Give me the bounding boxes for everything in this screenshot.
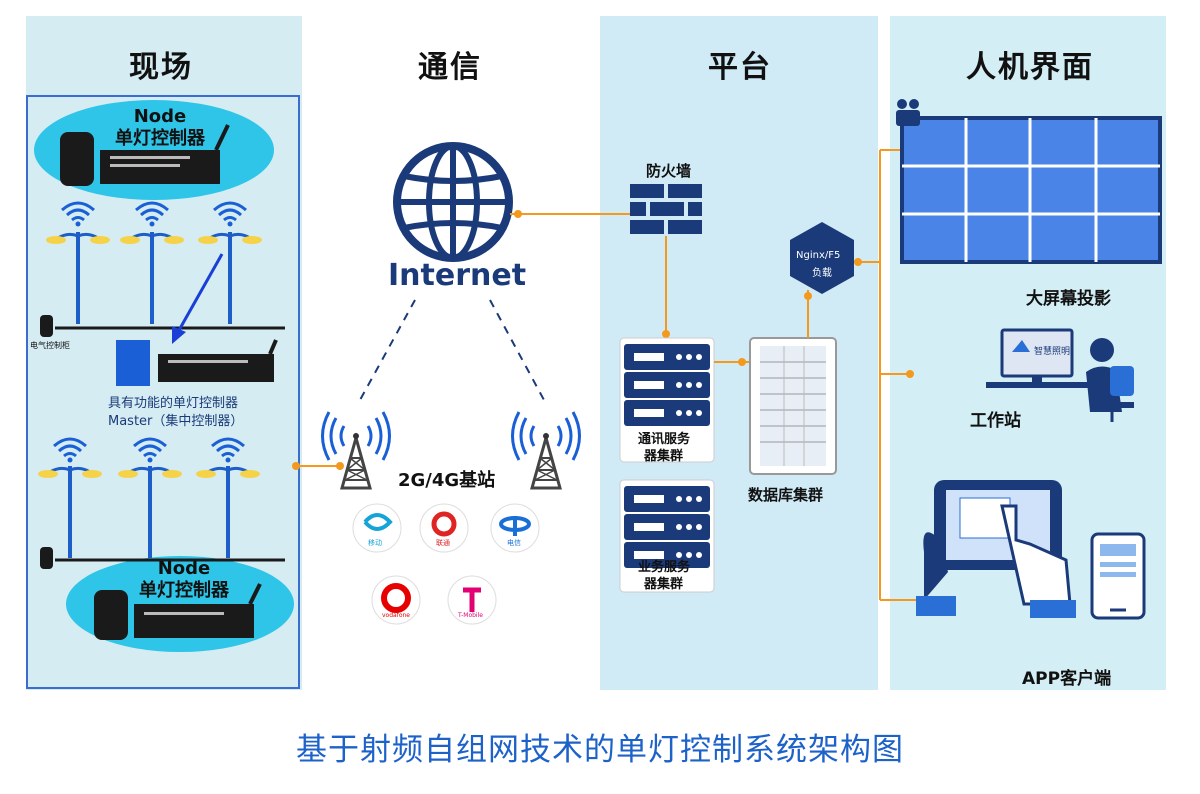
big-screen-label: 大屏幕投影 — [1026, 289, 1111, 309]
app-label: APP客户端 — [1022, 669, 1112, 689]
tablet-icon — [916, 480, 1076, 618]
database-label: 数据库集群 — [748, 486, 824, 504]
load-balancer-icon — [790, 222, 854, 294]
street-lamp-icon — [44, 230, 112, 326]
biz-servers-label-1: 业务服务 — [638, 560, 691, 575]
master-controller-device — [116, 339, 278, 386]
street-lamp-icon — [116, 464, 184, 560]
carrier-logo-unicom — [419, 503, 469, 553]
firewall-icon — [630, 184, 702, 234]
database-cluster-icon — [749, 337, 837, 475]
carrier-name-mobile: 移动 — [368, 539, 382, 547]
node-top-label-2: 单灯控制器 — [115, 128, 205, 149]
workstation-screen-text: 智慧照明 — [1034, 347, 1071, 357]
projector-camera-icon — [896, 99, 920, 126]
workstation-icon — [986, 328, 1134, 422]
load-balancer-label-1: Nginx/F5 — [796, 250, 841, 261]
carrier-logo-tmobile — [447, 575, 497, 625]
electric-cabinet-icon — [40, 547, 53, 569]
street-lamp-icon — [194, 464, 262, 560]
column-title-communication: 通信 — [418, 50, 482, 85]
master-label-1: 具有功能的单灯控制器 — [108, 396, 239, 411]
wifi-icon — [210, 437, 246, 464]
cell-tower-icon — [511, 410, 581, 490]
electric-cabinet-icon — [40, 315, 53, 337]
load-balancer-label-2: 负载 — [812, 268, 832, 279]
master-label-2: Master（集中控制器） — [108, 414, 244, 429]
comm-server-cluster-icon — [619, 337, 715, 463]
carrier-name-vodafone: vodafone — [382, 612, 410, 619]
comm-servers-label-1: 通讯服务 — [638, 432, 691, 447]
internet-label: Internet — [388, 258, 527, 293]
node-bottom-label-2: 单灯控制器 — [139, 580, 229, 601]
column-title-hmi: 人机界面 — [966, 50, 1094, 85]
carrier-name-unicom: 联通 — [436, 539, 450, 547]
street-lamp-icon — [36, 464, 104, 560]
node-top-label-1: Node — [133, 106, 187, 127]
wifi-icon — [60, 201, 96, 228]
firewall-label: 防火墙 — [646, 162, 692, 180]
diagram-caption: 基于射频自组网技术的单灯控制系统架构图 — [296, 732, 904, 768]
node-device-top — [60, 124, 230, 186]
carrier-name-tmobile: T-Mobile — [458, 612, 483, 619]
wifi-icon — [212, 201, 248, 228]
node-device-bottom — [94, 583, 262, 640]
electric-cabinet-label: 电气控制柜 — [30, 341, 70, 350]
biz-servers-label-2: 器集群 — [644, 577, 684, 592]
carrier-logo-mobile — [352, 503, 402, 553]
column-title-field: 现场 — [129, 50, 193, 85]
wifi-icon — [52, 437, 88, 464]
comm-servers-label-2: 器集群 — [644, 449, 684, 464]
carrier-logo-vodafone — [371, 575, 421, 625]
workstation-label: 工作站 — [970, 411, 1021, 431]
street-lamp-icon — [118, 230, 186, 326]
video-wall-icon — [900, 116, 1162, 264]
biz-server-cluster-icon — [619, 479, 715, 593]
column-title-platform: 平台 — [708, 50, 772, 85]
wifi-icon — [132, 437, 168, 464]
carrier-name-telecom: 电信 — [507, 539, 521, 547]
base-station-label: 2G/4G基站 — [398, 470, 496, 491]
phone-icon — [1090, 532, 1146, 620]
node-bottom-label-1: Node — [157, 558, 211, 579]
field-inner-box — [26, 95, 300, 689]
wifi-icon — [134, 201, 170, 228]
cell-tower-icon — [321, 410, 391, 490]
carrier-logo-telecom — [490, 503, 540, 553]
globe-icon — [393, 142, 513, 262]
